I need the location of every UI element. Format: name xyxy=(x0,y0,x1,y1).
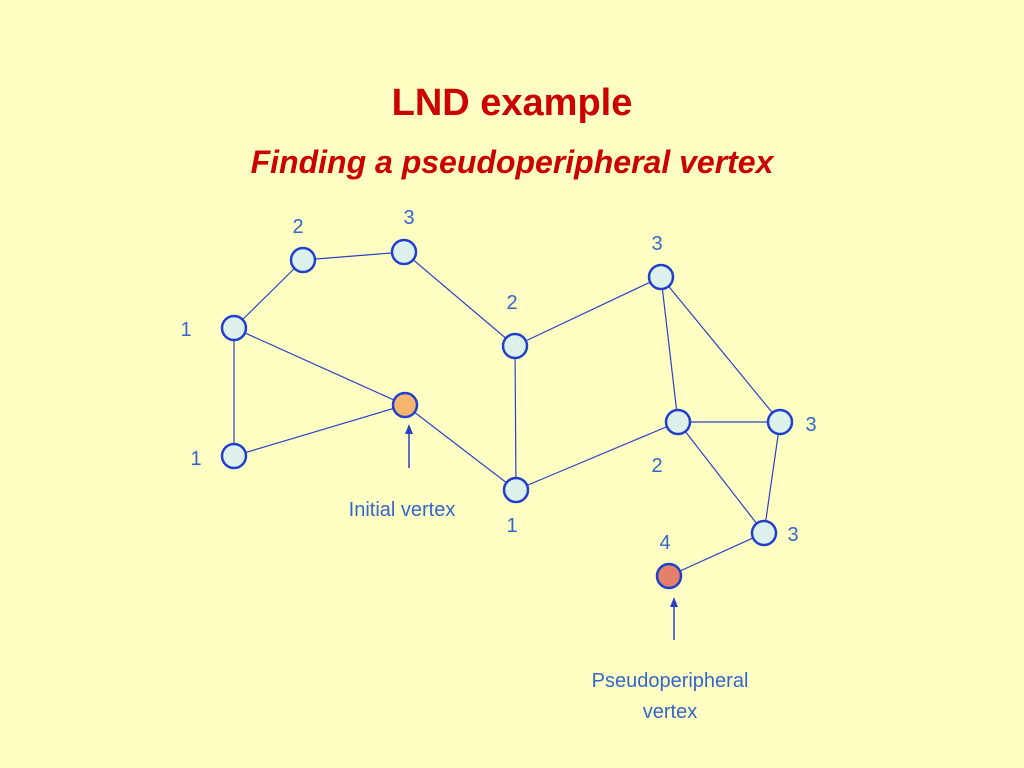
initial-vertex xyxy=(391,391,419,419)
vertex-g xyxy=(502,476,530,504)
edge-j-k xyxy=(763,421,781,534)
vertex-b xyxy=(390,238,418,266)
level-label-k: 3 xyxy=(787,524,798,546)
slide-title: LND example xyxy=(391,82,633,124)
level-label-g: 1 xyxy=(506,515,517,537)
vertex-d xyxy=(220,442,248,470)
vertex-f xyxy=(501,332,529,360)
level-label-i: 2 xyxy=(651,455,662,477)
pseudo-vertex-arrowhead xyxy=(670,597,678,607)
edge-h-i xyxy=(660,276,679,423)
labels-group: 2 3 1 1 2 1 3 2 3 3 4 xyxy=(180,207,816,554)
edge-d-e xyxy=(233,404,406,457)
level-label-j: 3 xyxy=(805,414,816,436)
initial-vertex-arrowhead xyxy=(405,424,413,434)
vertex-a xyxy=(289,246,317,274)
edge-g-i xyxy=(515,421,679,491)
level-label-h: 3 xyxy=(651,233,662,255)
level-label-b: 3 xyxy=(403,207,414,229)
edge-a-b xyxy=(302,251,405,261)
pseudo-vertex-annotation: Pseudoperipheral vertex xyxy=(592,597,749,723)
pseudoperipheral-vertex xyxy=(655,562,683,590)
slide-subtitle: Finding a pseudoperipheral vertex xyxy=(250,144,774,180)
edge-a-c xyxy=(233,259,304,329)
pseudo-vertex-label-line1: Pseudoperipheral xyxy=(592,670,749,692)
vertex-c xyxy=(220,314,248,342)
edge-e-g xyxy=(404,404,517,491)
edge-i-k xyxy=(677,421,765,534)
vertex-j xyxy=(766,408,794,436)
pseudo-vertex-label-line2: vertex xyxy=(643,701,697,723)
vertex-k xyxy=(750,519,778,547)
vertex-i xyxy=(664,408,692,436)
level-label-c: 1 xyxy=(180,319,191,341)
edge-f-g xyxy=(514,345,517,491)
edge-h-j xyxy=(660,276,781,423)
level-label-f: 2 xyxy=(506,292,517,314)
level-label-a: 2 xyxy=(292,216,303,238)
edge-b-f xyxy=(403,251,516,347)
vertex-h xyxy=(647,263,675,291)
nodes-group xyxy=(220,238,794,590)
level-label-l: 4 xyxy=(659,532,670,554)
level-label-d: 1 xyxy=(190,448,201,470)
edge-k-l xyxy=(668,532,765,577)
edges-group xyxy=(233,251,781,577)
initial-vertex-label: Initial vertex xyxy=(349,499,456,521)
edge-c-e xyxy=(233,327,406,406)
initial-vertex-annotation: Initial vertex xyxy=(349,424,456,521)
edge-f-h xyxy=(514,276,662,347)
